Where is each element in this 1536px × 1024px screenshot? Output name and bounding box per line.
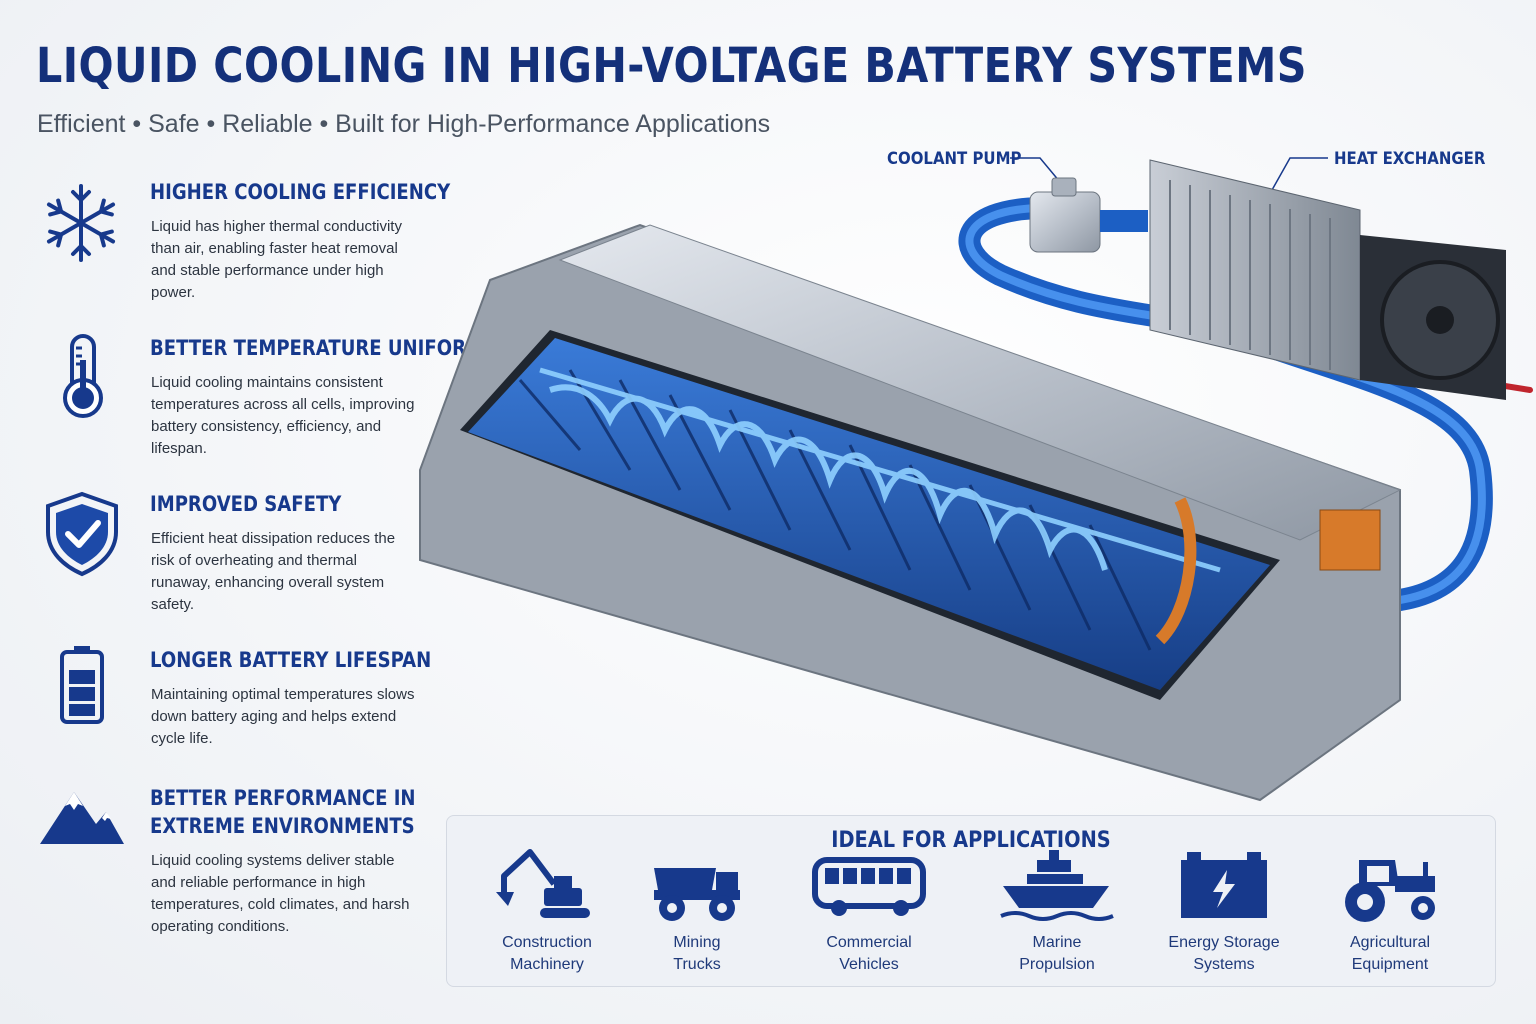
snowflake-icon xyxy=(46,184,116,262)
app-label: Marine Propulsion xyxy=(1019,934,1095,973)
app-label: Energy Storage Systems xyxy=(1168,934,1280,973)
app-commercial-vehicles: Commercial Vehicles xyxy=(794,846,944,976)
app-marine-propulsion: Marine Propulsion xyxy=(982,846,1132,976)
app-energy-storage-systems: Energy Storage Systems xyxy=(1149,846,1299,976)
mining-truck-icon xyxy=(654,868,740,921)
coolant-port xyxy=(1319,509,1381,571)
excavator-icon xyxy=(496,849,590,918)
battery-pack xyxy=(419,223,1402,802)
feature-body: Maintaining optimal temperatures slows d… xyxy=(151,686,415,747)
ship-icon xyxy=(1000,850,1114,921)
heat-exchanger-label: HEAT EXCHANGER xyxy=(1334,149,1486,169)
thermometer-icon xyxy=(63,334,103,418)
feature-body: Efficient heat dissipation reduces the r… xyxy=(151,530,396,613)
bus-icon xyxy=(812,857,926,916)
page-title: LIQUID COOLING IN HIGH-VOLTAGE BATTERY S… xyxy=(36,38,1307,94)
app-agricultural-equipment: Agricultural Equipment xyxy=(1315,846,1465,976)
app-label: Agricultural Equipment xyxy=(1349,934,1431,973)
feature-title: BETTER PERFORMANCE IN EXTREME ENVIRONMEN… xyxy=(150,786,416,838)
feature-title: BETTER TEMPERATURE UNIFORMITY xyxy=(150,336,517,360)
feature-body: Liquid cooling maintains consistent temp… xyxy=(151,374,415,457)
app-label: Commercial Vehicles xyxy=(826,934,912,973)
battery-pack-diagram xyxy=(419,157,1533,802)
feature-title: IMPROVED SAFETY xyxy=(150,492,342,516)
shield-check-icon xyxy=(46,491,118,577)
feature-body: Liquid has higher thermal conductivity t… xyxy=(151,218,402,301)
coolant-pump xyxy=(1029,177,1148,253)
hv-cable xyxy=(1155,497,1197,645)
app-label: Construction Machinery xyxy=(502,934,592,973)
app-mining-trucks: Mining Trucks xyxy=(622,846,772,976)
battery-icon xyxy=(60,646,104,724)
energy-storage-icon xyxy=(1181,852,1267,918)
heat-exchanger xyxy=(1149,159,1506,400)
coolant-pump-label: COOLANT PUMP xyxy=(887,149,1022,169)
tractor-icon xyxy=(1345,860,1435,922)
app-construction-machinery: Construction Machinery xyxy=(472,846,622,976)
feature-title: HIGHER COOLING EFFICIENCY xyxy=(150,180,451,204)
feature-body: Liquid cooling systems deliver stable an… xyxy=(151,852,410,935)
page-subtitle: Efficient • Safe • Reliable • Built for … xyxy=(37,110,771,138)
applications-title: IDEAL FOR APPLICATIONS xyxy=(831,828,1111,853)
feature-title: LONGER BATTERY LIFESPAN xyxy=(150,648,432,672)
mountain-icon xyxy=(40,792,124,844)
app-label: Mining Trucks xyxy=(673,934,721,973)
cooling-loop xyxy=(539,367,1221,573)
applications-panel: IDEAL FOR APPLICATIONS Construction Mach… xyxy=(446,815,1496,987)
